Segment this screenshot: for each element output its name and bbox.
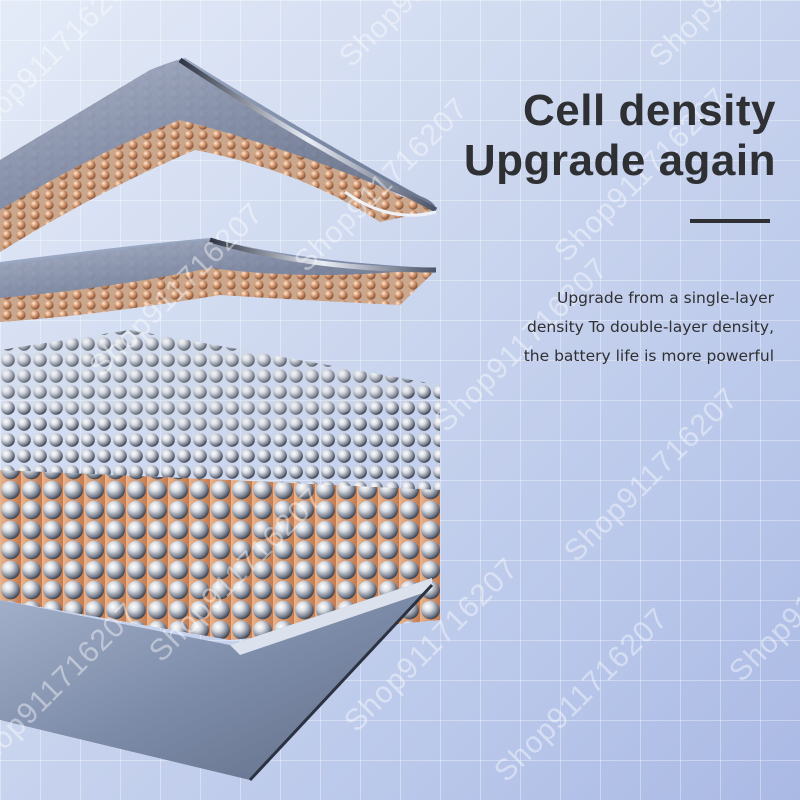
description-line-3: the battery life is more powerful bbox=[523, 347, 774, 365]
headline-line-1: Cell density bbox=[523, 86, 776, 135]
headline-divider bbox=[690, 219, 770, 223]
top-sheet bbox=[0, 57, 438, 252]
middle-sheet bbox=[0, 237, 437, 322]
headline-line-2: Upgrade again bbox=[463, 136, 776, 185]
headline: Cell density Upgrade again bbox=[464, 86, 776, 186]
description: Upgrade from a single-layer density To d… bbox=[524, 284, 774, 371]
description-line-1: Upgrade from a single-layer bbox=[557, 289, 774, 307]
sphere-block bbox=[0, 330, 440, 640]
bottom-sheet bbox=[0, 578, 434, 782]
description-line-2: density To double-layer density, bbox=[527, 318, 774, 336]
